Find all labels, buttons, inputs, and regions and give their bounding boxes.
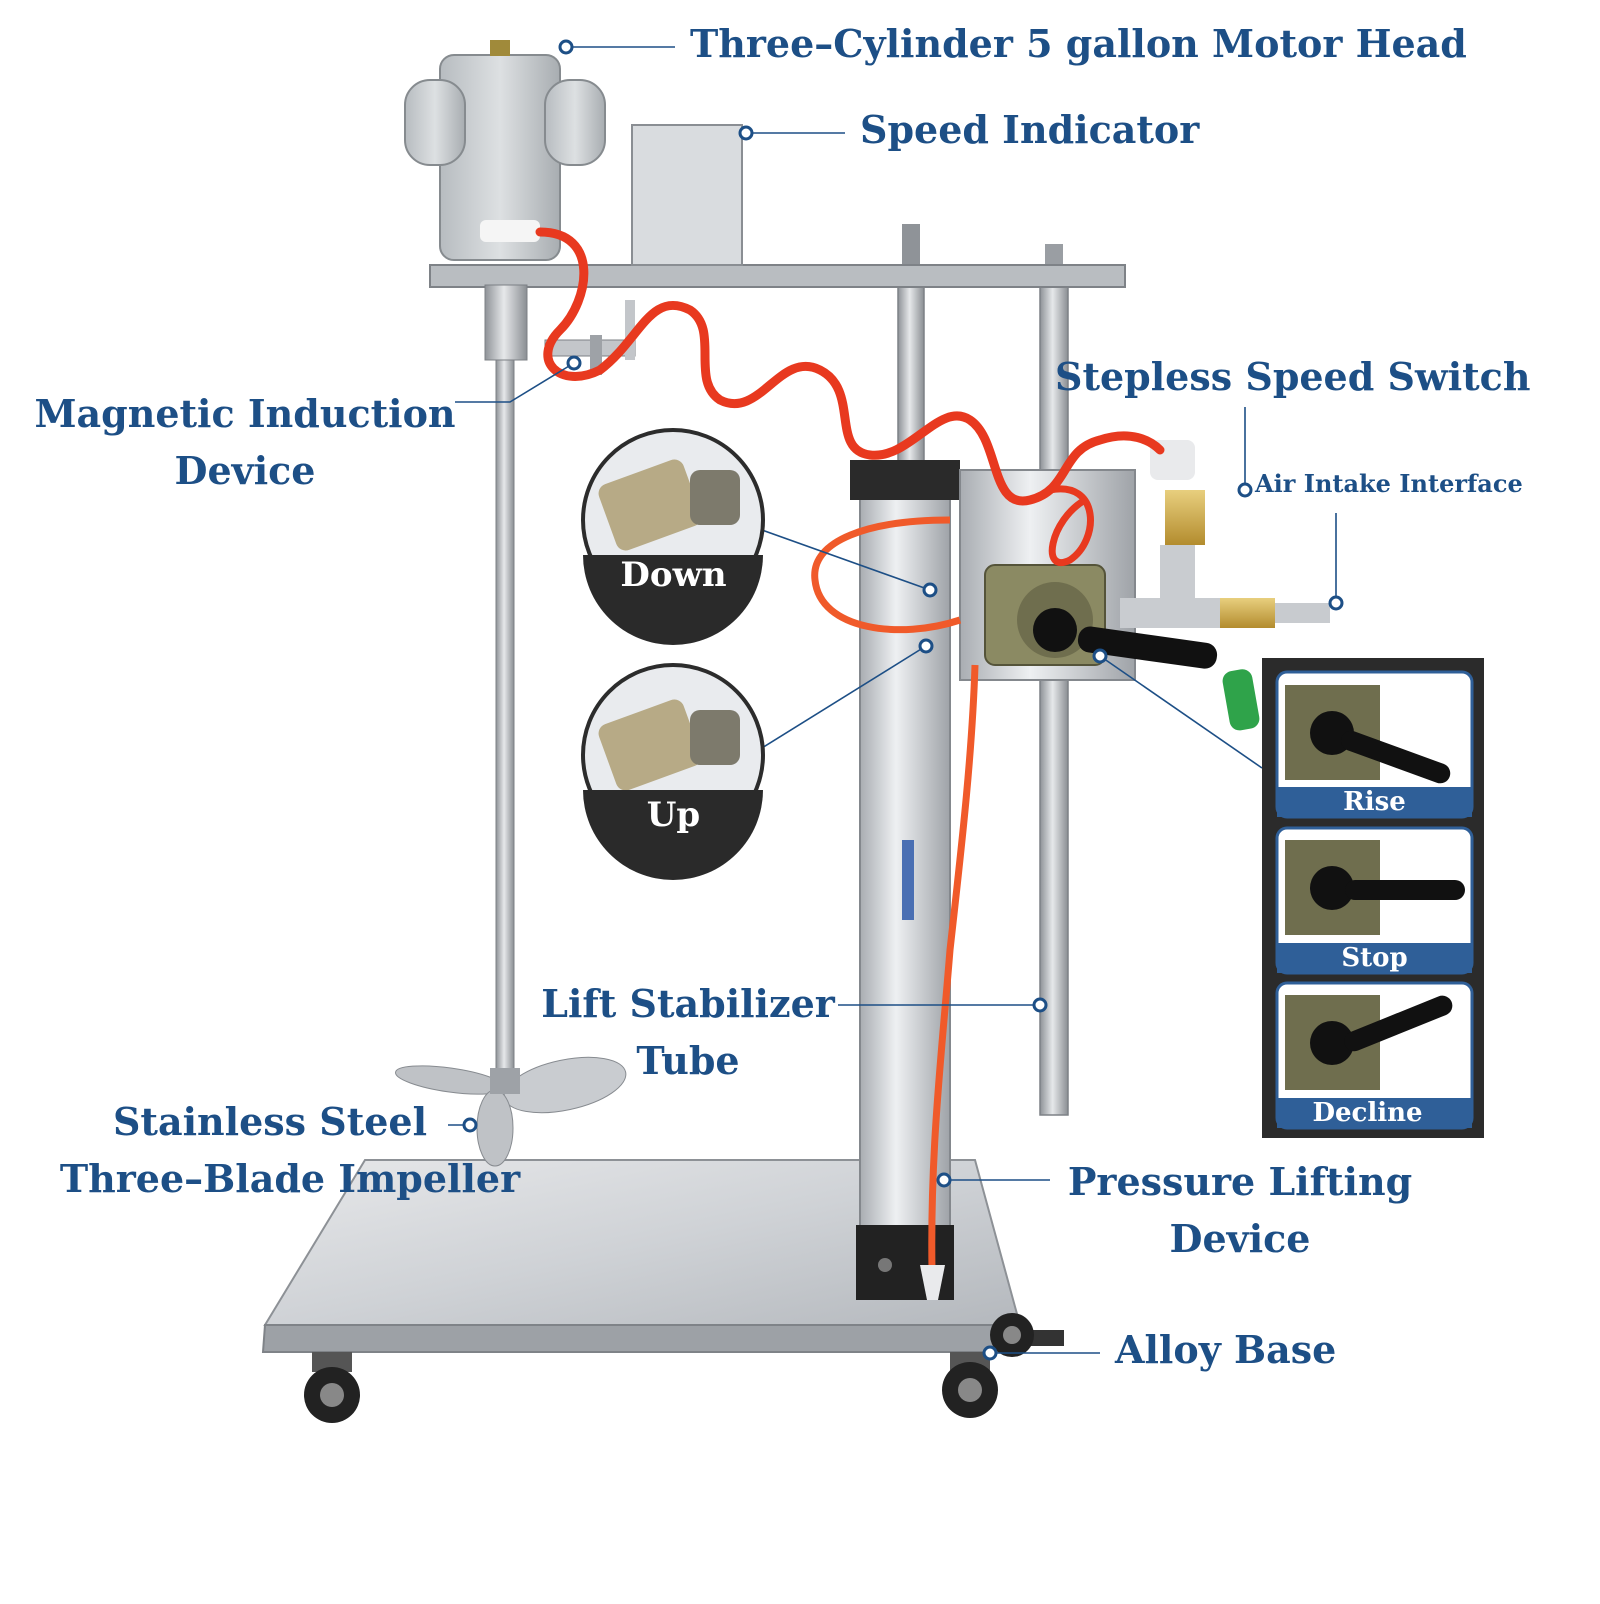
label-lift-line1: Lift Stabilizer [541, 981, 835, 1026]
air-hose-down [928, 664, 979, 1271]
label-pressure-line1: Pressure Lifting [1067, 1159, 1413, 1204]
label-lift-stabilizer-tube: Lift Stabilizer Tube [528, 981, 848, 1084]
switch-stop-tile [1275, 826, 1474, 975]
brass-fittings [1120, 440, 1330, 731]
shaft-coupling [484, 284, 528, 361]
speed-indicator-box [631, 124, 743, 266]
hose-bottom-fitting [920, 1265, 945, 1300]
label-impeller-line2: Three–Blade Impeller [59, 1155, 521, 1201]
air-valve [984, 564, 1218, 669]
motor-head [404, 40, 606, 261]
caption-up: Up [646, 795, 701, 835]
caption-rise: Rise [1343, 787, 1406, 817]
air-hose-loop [811, 516, 962, 634]
label-pressure-line2: Device [1169, 1215, 1311, 1261]
cylinder-label-sticker [902, 840, 914, 920]
label-impeller-line1: Stainless Steel [112, 1099, 428, 1144]
switch-position-panel [1262, 658, 1484, 1138]
label-magnetic-induction-device: Magnetic Induction Device [20, 391, 470, 494]
switch-rise-tile [1275, 670, 1474, 819]
caption-stop: Stop [1341, 943, 1408, 973]
label-magnetic-line1: Magnetic Induction [34, 391, 456, 436]
label-pressure-lifting-device: Pressure Lifting Device [1055, 1159, 1425, 1262]
switch-decline-tile [1275, 981, 1474, 1130]
rod-thread [902, 224, 920, 264]
label-motor-head: Three–Cylinder 5 gallon Motor Head [690, 21, 1467, 66]
mixing-shaft [495, 359, 515, 1081]
caster-wheel-back-right [990, 1313, 1064, 1357]
caster-wheel-front-left [304, 1352, 360, 1423]
label-three-blade-impeller: Stainless Steel Three–Blade Impeller [40, 1099, 540, 1202]
rod-cap [1045, 244, 1063, 268]
callout-dots [462, 39, 1344, 1361]
up-callout-bubble [581, 663, 765, 880]
caster-wheel-front-right [942, 1352, 998, 1418]
top-crossbar [429, 264, 1126, 288]
caption-decline: Decline [1312, 1098, 1423, 1128]
leader-lines [448, 46, 1337, 1354]
cylinder-top-block [850, 460, 960, 500]
label-stepless-speed-switch: Stepless Speed Switch [1055, 354, 1531, 399]
label-lift-line2: Tube [636, 1037, 740, 1083]
label-alloy-base: Alloy Base [1115, 1327, 1337, 1372]
magnetic-induction-device [544, 300, 636, 375]
label-magnetic-line2: Device [174, 447, 316, 493]
alloy-base-plate [261, 1159, 1024, 1353]
down-callout-bubble [581, 428, 765, 645]
label-air-intake-interface: Air Intake Interface [1255, 469, 1523, 498]
label-speed-indicator: Speed Indicator [860, 107, 1200, 152]
three-blade-impeller [395, 1056, 627, 1167]
caption-down: Down [620, 555, 727, 595]
